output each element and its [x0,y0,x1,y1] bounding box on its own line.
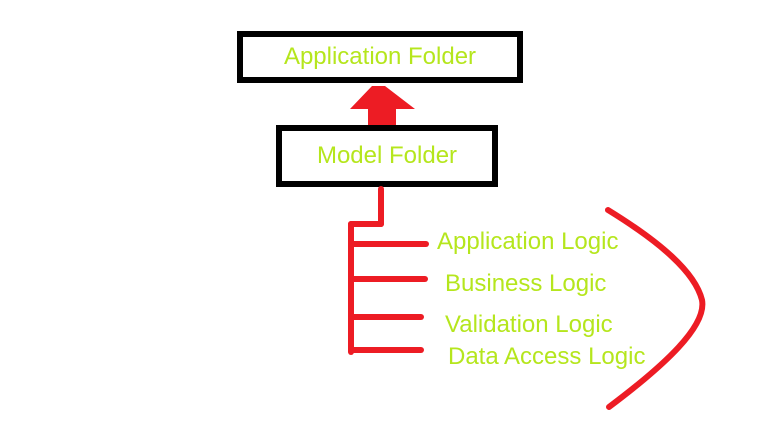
logic-label-business: Business Logic [445,270,607,297]
tree-branch-validation-logic [348,314,424,320]
model-folder-box: Model Folder [276,125,498,187]
tree-branch-data-access-logic [348,347,424,353]
logic-label-validation: Validation Logic [445,311,613,338]
tree-connector-stem [378,186,384,227]
logic-label-application: Application Logic [437,228,619,255]
tree-connector-elbow [348,221,384,227]
model-folder-label: Model Folder [316,142,458,169]
right-brace-icon [605,207,706,410]
tree-connector-spine [348,221,354,355]
application-folder-label: Application Folder [283,43,477,70]
logic-label-data-access: Data Access Logic [448,343,646,370]
application-folder-box: Application Folder [237,31,523,83]
tree-branch-business-logic [348,276,428,282]
tree-branch-application-logic [348,241,429,247]
up-arrow-icon [350,86,415,128]
